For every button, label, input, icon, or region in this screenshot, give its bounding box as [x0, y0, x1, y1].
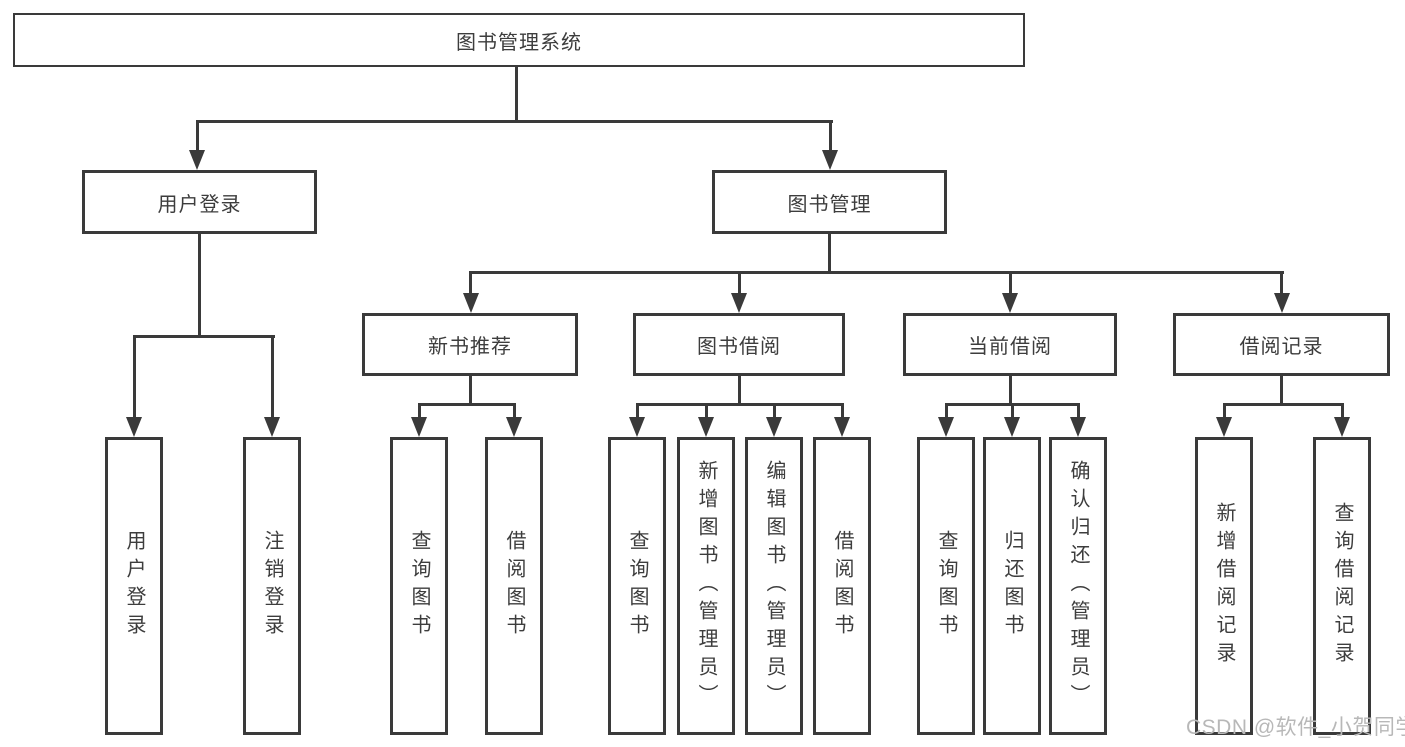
leaf-user-login-label: 用户登录 [123, 530, 145, 642]
connector-borrow-records-hbar [1222, 403, 1344, 406]
leaf-borrow-books-borrowing: 借阅图书 [813, 437, 871, 735]
connector-root-hbar [195, 120, 833, 123]
connector-to-leaf-return-books [1010, 403, 1014, 417]
arrowhead-to-current-borrowing [1002, 293, 1018, 313]
arrowhead-to-leaf-confirm-return [1070, 417, 1086, 437]
leaf-add-books-admin-label: 新增图书（管理员） [695, 460, 717, 712]
arrowhead-to-leaf-borrow-books-1 [506, 417, 522, 437]
leaf-query-books-recommend: 查询图书 [390, 437, 448, 735]
leaf-add-borrow-record-label: 新增借阅记录 [1213, 502, 1235, 670]
arrowhead-to-leaf-add-record [1216, 417, 1232, 437]
arrowhead-to-leaf-query-books-2 [629, 417, 645, 437]
connector-user-login-drop [197, 234, 201, 335]
connector-to-current-borrowing [1008, 271, 1012, 293]
leaf-borrow-books-recommend-label: 借阅图书 [503, 530, 525, 642]
leaf-query-books-current: 查询图书 [917, 437, 975, 735]
arrowhead-to-leaf-user-login [126, 417, 142, 437]
node-borrow-records-label: 借阅记录 [1239, 336, 1324, 358]
arrowhead-to-leaf-query-books-1 [411, 417, 427, 437]
connector-to-leaf-query-books-3 [944, 403, 948, 417]
leaf-borrow-books-borrowing-label: 借阅图书 [831, 530, 853, 642]
connector-borrow-records-drop [1280, 376, 1283, 406]
node-root: 图书管理系统 [13, 13, 1025, 67]
connector-to-borrow-records [1280, 271, 1283, 293]
arrowhead-to-book-mgmt [822, 150, 838, 170]
connector-user-login-hbar [132, 335, 275, 338]
leaf-add-borrow-record: 新增借阅记录 [1195, 437, 1253, 735]
arrowhead-to-new-book-rec [462, 293, 479, 313]
leaf-query-books-current-label: 查询图书 [935, 530, 957, 642]
connector-to-book-borrowing [737, 271, 741, 293]
connector-current-borrowing-drop [1008, 376, 1012, 406]
arrowhead-to-book-borrowing [731, 293, 747, 313]
leaf-edit-books-admin: 编辑图书（管理员） [745, 437, 803, 735]
connector-to-user-login [195, 120, 199, 150]
connector-to-leaf-user-login [132, 335, 136, 417]
node-book-management: 图书管理 [712, 170, 947, 234]
arrowhead-to-user-login [189, 150, 205, 170]
arrowhead-to-leaf-logout [264, 417, 280, 437]
connector-book-mgmt-hbar [468, 271, 1284, 274]
leaf-confirm-return-admin: 确认归还（管理员） [1049, 437, 1107, 735]
leaf-logout-label: 注销登录 [261, 530, 283, 642]
leaf-add-books-admin: 新增图书（管理员） [677, 437, 735, 735]
connector-root-drop [514, 66, 518, 120]
connector-to-leaf-query-record [1340, 403, 1344, 417]
connector-to-book-mgmt [828, 120, 832, 150]
arrowhead-to-borrow-records [1273, 293, 1290, 313]
leaf-return-books-label: 归还图书 [1001, 530, 1023, 642]
connector-book-mgmt-drop [827, 234, 831, 272]
leaf-query-books-recommend-label: 查询图书 [408, 530, 430, 642]
node-user-login-label: 用户登录 [157, 193, 242, 216]
leaf-return-books: 归还图书 [983, 437, 1041, 735]
leaf-edit-books-admin-label: 编辑图书（管理员） [763, 460, 785, 712]
connector-to-leaf-borrow-books-1 [512, 403, 516, 417]
leaf-logout: 注销登录 [243, 437, 301, 735]
node-user-login-branch: 用户登录 [82, 170, 317, 234]
connector-to-leaf-query-books-2 [635, 403, 639, 417]
arrowhead-to-leaf-return-books [1004, 417, 1020, 437]
leaf-query-borrow-record: 查询借阅记录 [1313, 437, 1371, 735]
node-new-book-recommend-label: 新书推荐 [428, 336, 512, 358]
arrowhead-to-leaf-add-books [698, 417, 714, 437]
connector-to-new-book-rec [469, 271, 472, 293]
arrowhead-to-leaf-query-books-3 [938, 417, 954, 437]
node-current-borrowing-label: 当前借阅 [968, 336, 1052, 358]
node-borrow-records: 借阅记录 [1173, 313, 1390, 376]
connector-new-book-rec-drop [469, 376, 472, 406]
arrowhead-to-leaf-edit-books [766, 417, 782, 437]
node-book-management-label: 图书管理 [787, 193, 872, 216]
arrowhead-to-leaf-borrow-books-2 [834, 417, 850, 437]
connector-to-leaf-logout [270, 335, 274, 417]
connector-to-leaf-add-record [1222, 403, 1226, 417]
connector-to-leaf-edit-books [772, 403, 776, 417]
connector-to-leaf-query-books-1 [417, 403, 421, 417]
csdn-watermark: CSDN @软件_小贺同学 [1186, 716, 1405, 739]
leaf-query-books-borrowing: 查询图书 [608, 437, 666, 735]
leaf-user-login: 用户登录 [105, 437, 163, 735]
connector-book-borrowing-drop [737, 376, 741, 406]
node-new-book-recommend: 新书推荐 [362, 313, 578, 376]
node-root-label: 图书管理系统 [456, 31, 582, 54]
connector-to-leaf-add-books [704, 403, 708, 417]
connector-to-leaf-confirm-return [1076, 403, 1080, 417]
arrowhead-to-leaf-query-record [1334, 417, 1350, 437]
connector-book-borrowing-hbar [635, 403, 844, 406]
node-book-borrowing: 图书借阅 [633, 313, 845, 376]
connector-to-leaf-borrow-books-2 [840, 403, 844, 417]
node-current-borrowing: 当前借阅 [903, 313, 1117, 376]
connector-new-book-rec-hbar [417, 403, 516, 406]
leaf-confirm-return-admin-label: 确认归还（管理员） [1067, 460, 1089, 712]
leaf-query-books-borrowing-label: 查询图书 [626, 530, 648, 642]
leaf-query-borrow-record-label: 查询借阅记录 [1331, 502, 1353, 670]
node-book-borrowing-label: 图书借阅 [697, 336, 781, 358]
leaf-borrow-books-recommend: 借阅图书 [485, 437, 543, 735]
